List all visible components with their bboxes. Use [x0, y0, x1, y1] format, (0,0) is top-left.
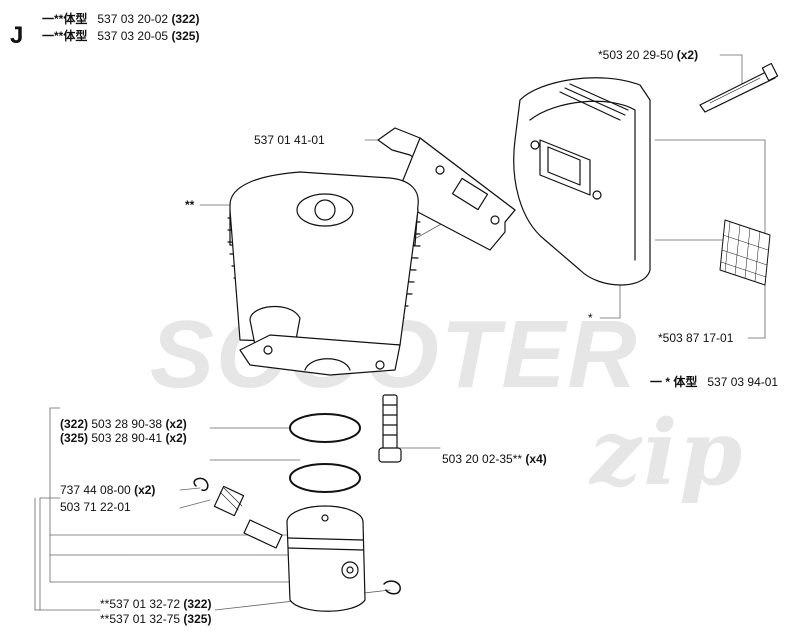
callout-cylinder-marker: ** [185, 198, 194, 212]
callout-muffler-marker: * [588, 311, 593, 325]
callout-muffler-assy: 一 * 体型 537 03 94-01 [650, 375, 778, 389]
part-number: *503 87 17-01 [658, 331, 734, 345]
model: (325) [60, 431, 89, 445]
header-part: 537 03 20-05 [97, 29, 169, 43]
callout-bolt-long: *503 20 29-50 (x2) [598, 48, 698, 62]
callout-piston-325: **537 01 32-75 (325) [100, 612, 211, 626]
quantity: (x2) [134, 483, 156, 497]
header-prefix: 一**体型 [42, 12, 88, 26]
muffler [513, 77, 651, 286]
part-number: *503 20 29-50 [598, 48, 674, 62]
callout-bracket: 537 01 41-01 [254, 133, 325, 147]
callout-bearing: 503 71 22-01 [60, 500, 131, 514]
quantity: (322) [183, 597, 212, 611]
needle-bearing [213, 485, 245, 517]
part-number: 503 28 90-38 [91, 417, 163, 431]
header-qty: (322) [171, 12, 200, 26]
cylinder-bolt [378, 394, 402, 463]
part-number: 537 01 41-01 [254, 133, 325, 147]
marker: * [588, 311, 593, 325]
part-number: 503 71 22-01 [60, 500, 131, 514]
callout-screen: *503 87 17-01 [658, 331, 733, 345]
cylinder [227, 171, 421, 376]
header-line-2: 一**体型 537 03 20-05 (325) [42, 29, 199, 43]
part-number: **537 01 32-72 [100, 597, 181, 611]
callout-circlip: 737 44 08-00 (x2) [60, 483, 155, 497]
watermark-script: zip [590, 400, 745, 506]
callout-cylinder-bolt: 503 20 02-35** (x4) [442, 452, 547, 466]
piston-pin [243, 519, 283, 549]
quantity: (x2) [165, 417, 187, 431]
part-number: 737 44 08-00 [60, 483, 131, 497]
header-prefix: 一**体型 [42, 29, 88, 43]
circlips [193, 477, 401, 595]
callout-ring-322: (322) 503 28 90-38 (x2) [60, 417, 187, 431]
piston [286, 505, 366, 612]
quantity: (x2) [165, 431, 187, 445]
assembly-prefix: 一 * 体型 [650, 375, 698, 389]
quantity: (x4) [525, 452, 547, 466]
callout-ring-325: (325) 503 28 90-41 (x2) [60, 431, 187, 445]
piston-rings [289, 413, 361, 493]
section-letter: J [10, 22, 24, 49]
long-bolts [699, 62, 779, 113]
header-part: 537 03 20-02 [97, 12, 169, 26]
part-number: 503 28 90-41 [91, 431, 163, 445]
spark-screen [719, 219, 771, 286]
marker: ** [185, 198, 195, 212]
part-number: 537 03 94-01 [707, 375, 779, 389]
callout-piston-322: **537 01 32-72 (322) [100, 597, 211, 611]
header-line-1: 一**体型 537 03 20-02 (322) [42, 12, 199, 26]
heat-shield-bracket [377, 127, 516, 251]
quantity: (325) [183, 612, 212, 626]
part-number: 503 20 02-35** [442, 452, 523, 466]
quantity: (x2) [676, 48, 699, 62]
model: (322) [60, 417, 89, 431]
part-number: **537 01 32-75 [100, 612, 181, 626]
header-qty: (325) [171, 29, 200, 43]
